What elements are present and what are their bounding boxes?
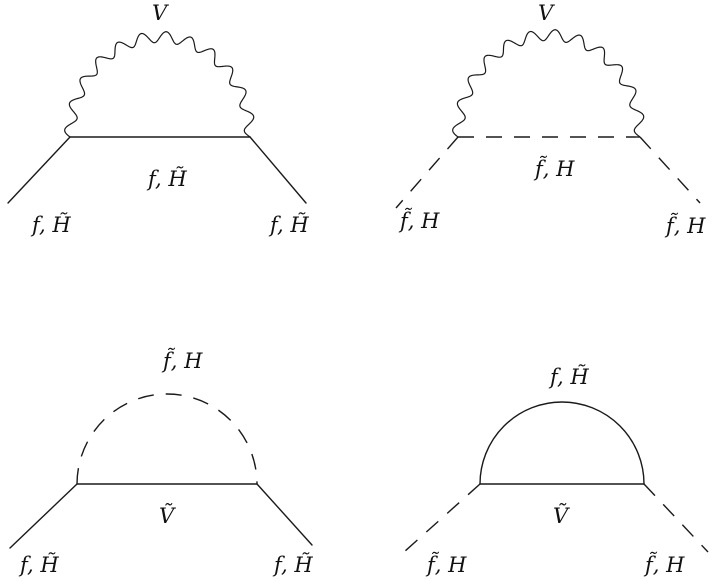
vector-boson-wavy-line <box>64 31 255 138</box>
external-right-label: f, H̃ <box>272 553 313 577</box>
external-left-line <box>9 483 78 549</box>
external-left-label: f̃, H <box>398 208 440 233</box>
loop-top-label: f̃, H <box>161 348 203 373</box>
vector-label: V <box>152 1 169 25</box>
internal-label: Ṽ <box>553 504 570 528</box>
external-left-line <box>395 136 459 209</box>
external-right-line <box>256 483 313 546</box>
internal-label: f, H̃ <box>146 167 187 191</box>
diagram-scalar-vector-loop: V f̃, H f̃, H f̃, H <box>395 1 706 238</box>
internal-scalar-arc <box>76 393 258 485</box>
vector-label: V <box>538 1 555 25</box>
external-left-line <box>403 483 481 553</box>
diagram-gaugino-scalar-loop: f̃, H Ṽ f, H̃ f, H̃ <box>9 348 313 577</box>
internal-fermion-arc <box>479 401 645 485</box>
external-right-line <box>643 483 709 553</box>
diagram-gaugino-fermion-loop: f, H̃ Ṽ f̃, H f̃, H <box>403 365 709 577</box>
external-left-label: f, H̃ <box>18 553 59 577</box>
external-right-label: f, H̃ <box>268 213 309 237</box>
external-left-line <box>7 136 71 204</box>
external-right-line <box>249 136 307 204</box>
external-right-label: f̃, H <box>643 552 685 577</box>
internal-label: f̃, H <box>533 156 575 181</box>
diagram-fermion-vector-loop: V f, H̃ f, H̃ f, H̃ <box>7 1 309 237</box>
external-left-label: f̃, H <box>425 552 467 577</box>
vector-boson-wavy-line <box>452 29 645 138</box>
external-right-line <box>639 136 701 204</box>
external-left-label: f, H̃ <box>30 213 71 237</box>
external-right-label: f̃, H <box>664 213 706 238</box>
internal-label: Ṽ <box>159 504 176 528</box>
loop-top-label: f, H̃ <box>548 365 589 389</box>
